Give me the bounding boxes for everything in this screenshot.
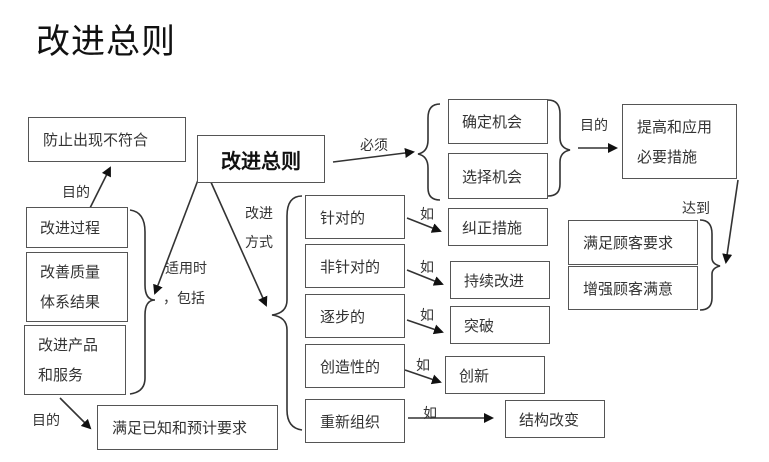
node-label: 满足已知和预计要求 [112,419,248,437]
method-targeted: 针对的 [305,195,405,239]
example-innovation: 创新 [445,356,545,394]
methods-brace [271,195,303,431]
node-label: 非针对的 [320,257,381,276]
label-example-3: 如 [420,308,434,324]
example-continual-improvement: 持续改进 [450,261,550,299]
node-identify-opportunity: 确定机会 [448,99,548,144]
node-label: 选择机会 [462,167,523,186]
label-apply-line1: 适用时 [165,261,207,277]
method-incremental: 逐步的 [305,294,405,338]
arrow-example-3 [406,319,444,335]
arrow-to-prevent [89,166,111,209]
node-label: 逐步的 [320,307,366,326]
method-creative: 创造性的 [305,344,405,388]
node-label-line1: 提高和应用 [637,117,713,136]
node-label: 纠正措施 [462,218,523,237]
node-meet-customer: 满足顾客要求 [568,220,698,265]
node-improve-products: 改进产品 和服务 [24,325,126,395]
label-methods-line1: 改进 [245,206,273,222]
node-label-line2: 和服务 [38,366,84,384]
node-enhance-satisfaction: 增强顾客满意 [568,266,698,310]
node-label: 持续改进 [464,271,525,290]
arrow-must [332,148,415,163]
node-center: 改进总则 [197,135,325,183]
node-improve-process: 改进过程 [26,207,128,248]
options-left-brace [417,103,441,201]
node-meet-requirements: 满足已知和预计要求 [97,405,278,450]
left-brace [129,209,156,395]
node-label: 防止出现不符合 [43,131,149,149]
label-example-4: 如 [416,358,430,374]
arrow-center-to-left [153,179,199,295]
node-label: 改进过程 [40,219,101,237]
arrow-example-4 [404,369,442,385]
node-label: 突破 [464,316,495,335]
node-label: 重新组织 [320,412,381,431]
label-purpose-bottom: 目的 [32,413,60,429]
example-structural-change: 结构改变 [505,400,605,438]
method-reorganize: 重新组织 [305,399,405,443]
options-right-brace [547,99,571,197]
page-title: 改进总则 [36,22,176,62]
label-methods-line2: 方式 [245,235,273,251]
arrow-reach [722,179,739,264]
arrow-example-2 [406,269,444,286]
node-label: 创新 [459,366,490,385]
arrow-example-1 [406,217,442,233]
label-must: 必须 [360,138,388,154]
label-apply-line2: ，包括 [163,291,205,307]
node-label-line1: 改善质量 [40,263,101,281]
node-label-line1: 改进产品 [38,336,99,354]
node-label: 确定机会 [462,113,523,131]
label-example-1: 如 [420,207,434,223]
label-purpose-top: 目的 [62,185,90,201]
example-corrective-action: 纠正措施 [448,208,548,246]
goals-brace [699,219,721,311]
node-apply-measures: 提高和应用 必要措施 [622,104,737,179]
label-example-5: 如 [423,406,437,422]
node-prevent-nonconformity: 防止出现不符合 [28,117,186,162]
node-label: 针对的 [320,208,366,227]
node-label-line2: 体系结果 [40,293,101,311]
node-label: 结构改变 [519,410,580,429]
arrow-center-to-methods [209,179,268,307]
node-label: 创造性的 [320,357,381,376]
example-breakthrough: 突破 [450,306,550,344]
node-label-line2: 必要措施 [637,147,698,166]
node-label: 满足顾客要求 [583,234,674,252]
node-select-opportunity: 选择机会 [448,153,548,199]
center-label: 改进总则 [221,148,301,173]
arrow-to-meet [59,397,92,430]
node-label: 增强顾客满意 [583,279,674,298]
method-nontargeted: 非针对的 [305,244,405,288]
label-example-2: 如 [420,260,434,276]
label-purpose-right: 目的 [580,118,608,134]
label-reach: 达到 [682,201,710,217]
node-improve-qms: 改善质量 体系结果 [26,252,128,322]
